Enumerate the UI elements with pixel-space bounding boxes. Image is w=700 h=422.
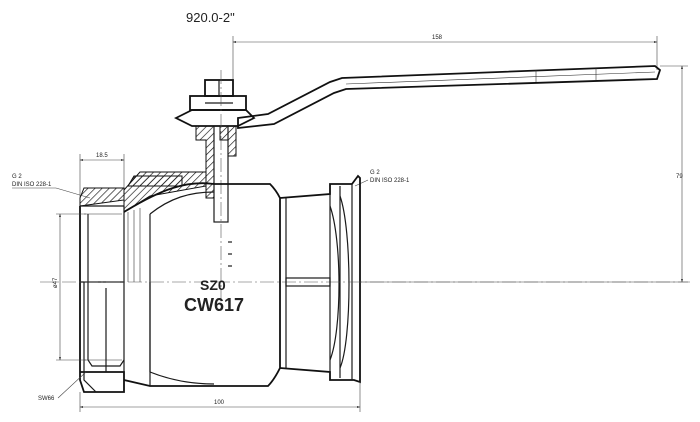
wrench-callout: SW66 [38, 371, 87, 402]
right-thread-callout: G 2 DIN ISO 228-1 [354, 170, 410, 187]
bore-dimension: ø47 [53, 213, 86, 361]
lever-handle [237, 65, 662, 130]
height-label: 79 [676, 174, 683, 180]
wrench-size-label: SW66 [38, 396, 55, 402]
body-marking-line1: SZ0 [200, 277, 226, 293]
drawing-title: 920.0-2" [186, 10, 235, 25]
stem-nut [173, 79, 256, 127]
body-length-label: 100 [214, 400, 225, 406]
left-thread-size: G 2 [12, 174, 22, 180]
left-thread-callout: G 2 DIN ISO 228-1 [12, 174, 91, 199]
thread-length-label: 18.5 [96, 153, 108, 159]
right-thread-standard: DIN ISO 228-1 [370, 178, 410, 184]
height-dimension: 79 [360, 65, 688, 283]
left-thread-standard: DIN ISO 228-1 [12, 182, 52, 188]
stem-section [195, 70, 237, 300]
bore-label: ø47 [53, 277, 59, 288]
body-length-dimension: 100 [79, 382, 361, 412]
valve-body [40, 171, 690, 393]
handle-length-label: 158 [432, 35, 443, 41]
body-marking-material: CW617 [184, 295, 244, 315]
stem-marks [228, 241, 232, 267]
handle-length-dimension: 158 [232, 35, 658, 96]
right-thread-size: G 2 [370, 170, 380, 176]
